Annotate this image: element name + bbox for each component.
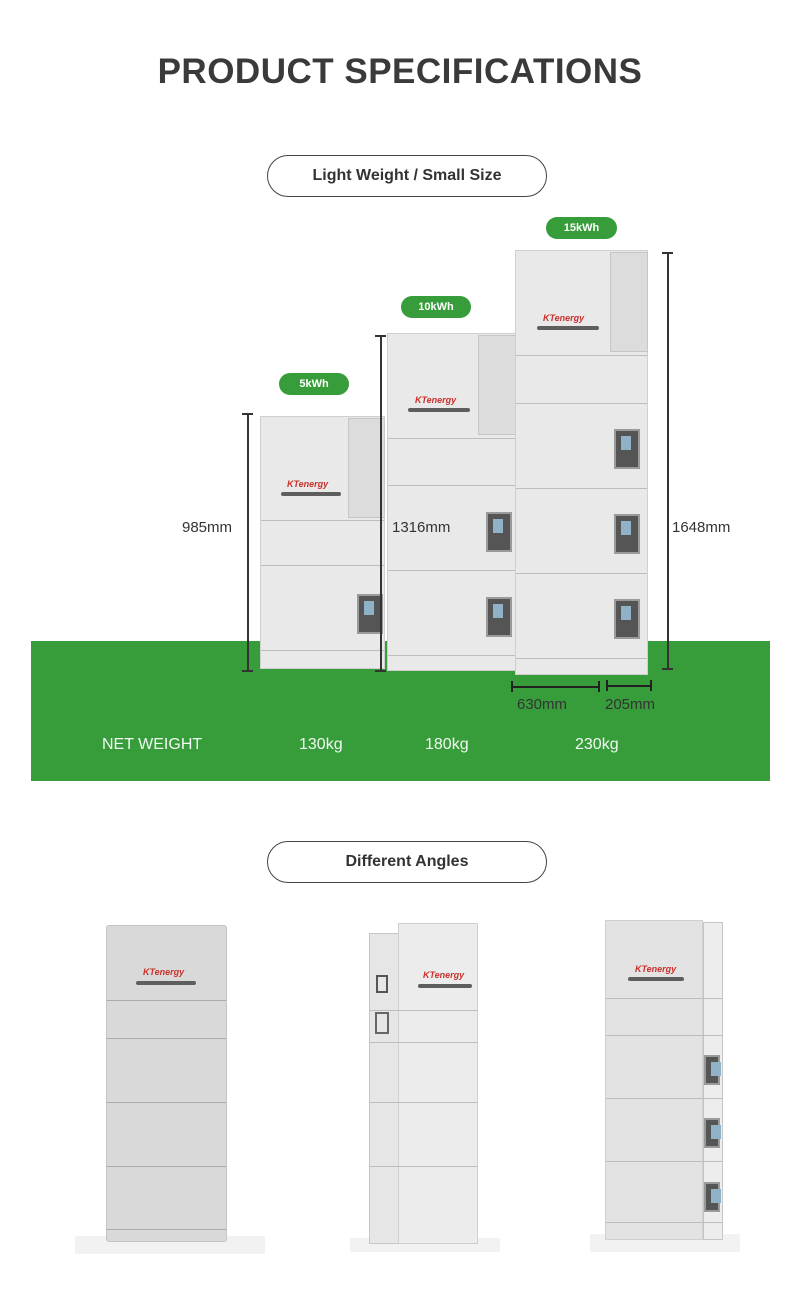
height-label-5kwh: 985mm (182, 519, 233, 536)
depth-label: 205mm (605, 696, 656, 713)
width-label: 630mm (517, 696, 568, 713)
weight-15kwh: 230kg (575, 736, 619, 753)
brand-logo: KTenergy (543, 313, 585, 323)
section-pill-angles: Different Angles (267, 841, 547, 883)
weight-5kwh: 130kg (299, 736, 343, 753)
capacity-badge-15kwh: 15kWh (546, 217, 617, 239)
capacity-badge-5kwh: 5kWh (279, 373, 349, 395)
height-label-15kwh: 1648mm (672, 519, 731, 536)
brand-logo: KTenergy (635, 964, 677, 974)
capacity-badge-10kwh: 10kWh (401, 296, 471, 318)
brand-logo: KTenergy (423, 970, 465, 980)
section-pill-size: Light Weight / Small Size (267, 155, 547, 197)
brand-logo: KTenergy (287, 479, 329, 489)
page-title: PRODUCT SPECIFICATIONS (157, 52, 643, 91)
net-weight-label: NET WEIGHT (102, 736, 203, 753)
height-label-10kwh: 1316mm (392, 519, 451, 536)
brand-logo: KTenergy (143, 967, 185, 977)
weight-10kwh: 180kg (425, 736, 469, 753)
brand-logo: KTenergy (415, 395, 457, 405)
